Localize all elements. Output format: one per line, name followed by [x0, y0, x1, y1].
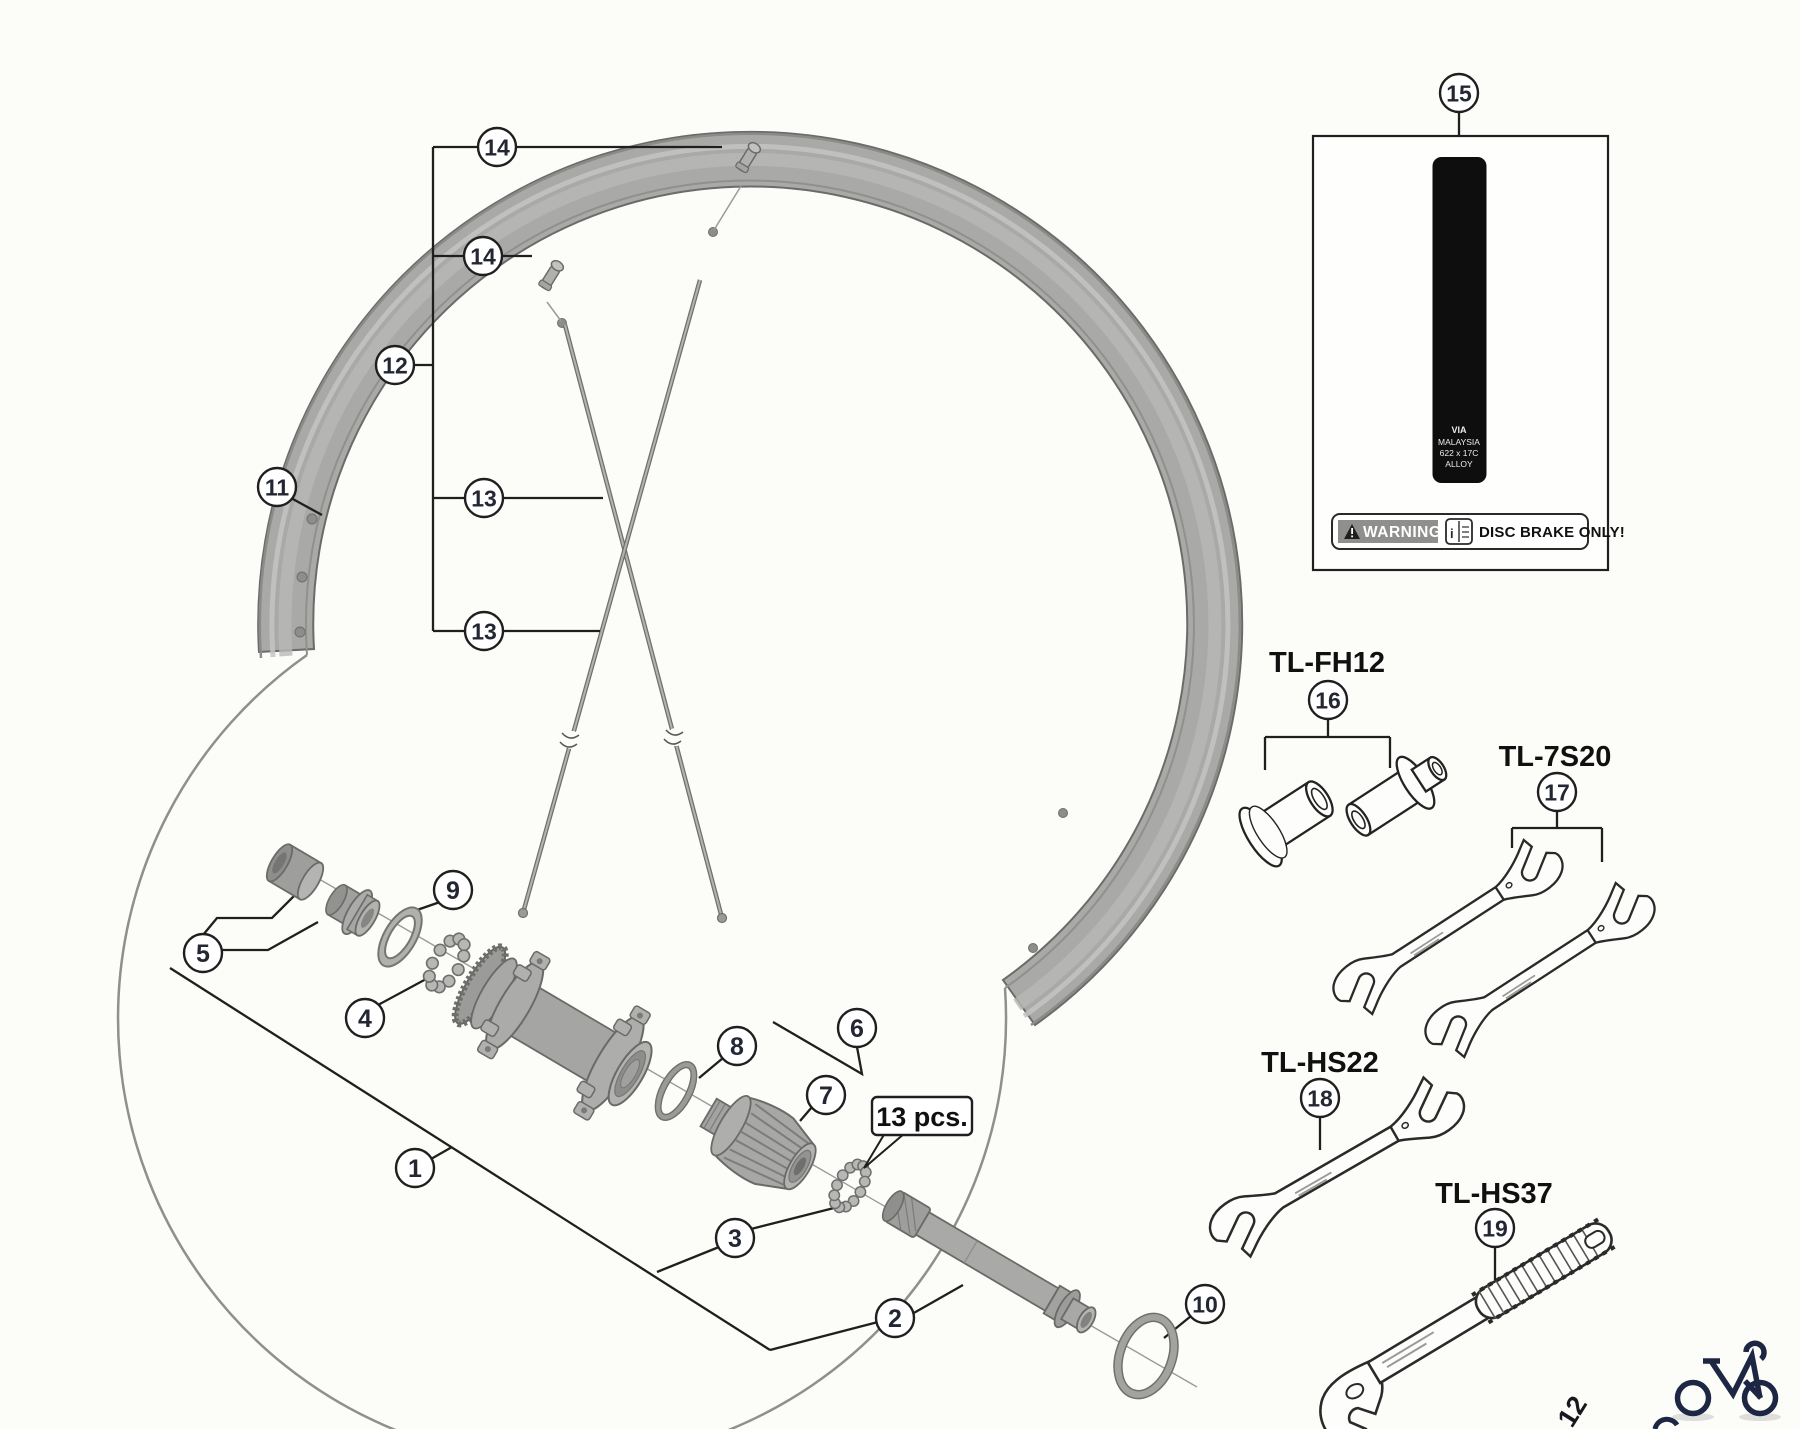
manual-book-icon: i: [1445, 518, 1473, 545]
callout-8: 8: [716, 1025, 758, 1067]
svg-text:18: 18: [1307, 1086, 1333, 1112]
callout-2: 2: [874, 1297, 916, 1339]
svg-text:14: 14: [470, 244, 496, 270]
callout-4: 4: [344, 997, 386, 1039]
callout-14a: 14: [476, 126, 518, 168]
svg-text:11: 11: [265, 475, 290, 501]
pieces-note-label: 13 pcs.: [876, 1102, 968, 1132]
svg-text:10: 10: [1192, 1292, 1218, 1318]
callout-3: 3: [714, 1217, 756, 1259]
tool-tl-hs22: TL-HS22: [1208, 1047, 1466, 1259]
warning-message: DISC BRAKE ONLY!: [1479, 524, 1625, 541]
svg-text:17: 17: [1544, 780, 1570, 806]
warning-title-box: [1338, 520, 1438, 543]
spokes: [517, 279, 728, 924]
thru-axle: [881, 1190, 1097, 1334]
clipped-glyph-fragment: [1652, 1416, 1680, 1429]
o-ring-large: [1113, 1312, 1179, 1400]
svg-text:2: 2: [888, 1305, 902, 1333]
seal-ring: [377, 906, 423, 968]
spoke-break-marks: [559, 728, 685, 749]
svg-text:19: 19: [1482, 1216, 1508, 1242]
svg-text:1: 1: [408, 1155, 422, 1183]
callout-16: 16: [1307, 679, 1349, 721]
tool-tl-fh12: TL-FH12: [1238, 647, 1448, 868]
spoke-nipple: [735, 141, 762, 174]
tool-tl-hs37: TL-HS37: [1319, 1178, 1617, 1429]
spoke-end: [517, 907, 529, 919]
axle-spacer: [265, 843, 325, 901]
callouts: 14 14 12 11 13 13 15 16: [182, 72, 1578, 1339]
bearing-retainer: [422, 932, 471, 994]
svg-text:6: 6: [850, 1015, 864, 1043]
svg-text:3: 3: [728, 1225, 742, 1253]
svg-text:i: i: [1450, 526, 1454, 541]
svg-text:4: 4: [358, 1005, 372, 1033]
callout-13a: 13: [463, 477, 505, 519]
tool-label-tl-hs22: TL-HS22: [1261, 1047, 1379, 1079]
svg-text:5: 5: [196, 940, 210, 968]
callout-10: 10: [1184, 1283, 1226, 1325]
spoke-nipple: [538, 259, 565, 292]
callout-14b: 14: [462, 235, 504, 277]
cone-nut: [325, 883, 381, 937]
tool-label-tl-hs37: TL-HS37: [1435, 1178, 1553, 1210]
sticker-line: MALAYSIA: [1438, 437, 1480, 447]
o-ring-small: [654, 1061, 698, 1121]
hub-body: [451, 943, 653, 1121]
svg-text:8: 8: [730, 1033, 744, 1061]
callout-12: 12: [374, 344, 416, 386]
svg-text:16: 16: [1315, 688, 1341, 714]
callout-1: 1: [394, 1147, 436, 1189]
warning-title: WARNING: [1363, 524, 1441, 541]
svg-text:13: 13: [471, 486, 497, 512]
clipped-rotated-number: 12: [1552, 1391, 1593, 1429]
tool-tl-7s20: TL-7S20: [1332, 741, 1656, 1059]
tool-label-tl-7s20: TL-7S20: [1499, 741, 1612, 773]
svg-text:15: 15: [1446, 81, 1472, 107]
freehub-body: [699, 1095, 817, 1191]
callout-18: 18: [1299, 1077, 1341, 1119]
svg-text:14: 14: [484, 135, 510, 161]
svg-text:13: 13: [471, 619, 497, 645]
sticker-line: VIA: [1451, 425, 1467, 435]
sticker-line: 622 x 17C: [1440, 448, 1479, 458]
callout-6: 6: [836, 1007, 878, 1049]
callout-9: 9: [432, 869, 474, 911]
spoke-end: [716, 912, 728, 924]
callout-19: 19: [1474, 1207, 1516, 1249]
svg-text:12: 12: [382, 353, 408, 379]
nipple-leader-lines: [546, 185, 742, 322]
rim-sticker-box: VIA MALAYSIA 622 x 17C ALLOY WARNING i D…: [1311, 134, 1625, 572]
sticker-line: ALLOY: [1445, 459, 1473, 469]
svg-text:7: 7: [819, 1082, 833, 1110]
warning-label: WARNING i DISC BRAKE ONLY!: [1331, 513, 1625, 550]
tool-label-tl-fh12: TL-FH12: [1269, 647, 1385, 679]
bicycle-icon: [1672, 1340, 1781, 1421]
svg-text:9: 9: [446, 877, 460, 905]
callout-5: 5: [182, 932, 224, 974]
leader-lines: [169, 111, 1604, 1352]
callout-11: 11: [256, 466, 298, 508]
callout-17: 17: [1536, 771, 1578, 813]
callout-13b: 13: [463, 610, 505, 652]
pieces-note: 13 pcs.: [863, 1095, 974, 1169]
rim-sticker: [1432, 157, 1487, 483]
wheel-rim: [116, 130, 1244, 1429]
callout-15: 15: [1438, 72, 1480, 114]
callout-7: 7: [805, 1074, 847, 1116]
ball-bearing-ring: [828, 1158, 872, 1214]
